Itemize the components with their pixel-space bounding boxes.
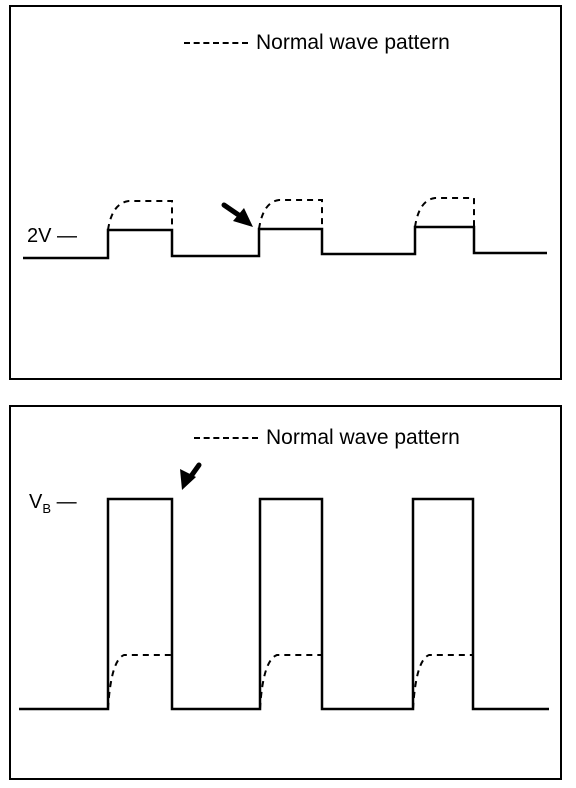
waveform-panel-top: Normal wave pattern 2V — [9,5,562,380]
legend-normal-wave-top: Normal wave pattern [184,31,450,55]
dashed-line-legend-icon [184,42,248,44]
voltage-level-label-2v: 2V — [27,225,78,247]
legend-label: Normal wave pattern [256,31,450,54]
normal-waveform-pulse [259,654,322,710]
voltage-level-label-vb: VB — [29,491,77,516]
waveform-top [23,197,547,260]
measured-waveform [23,225,547,260]
arrow-icon [180,462,202,490]
legend-label: Normal wave pattern [266,426,460,449]
normal-waveform-pulse [414,197,475,228]
dashed-line-legend-icon [194,437,258,439]
arrow-icon [221,202,253,227]
normal-waveform-pulse [107,654,172,710]
waveform-panel-bottom: Normal wave pattern VB — [9,405,562,780]
legend-normal-wave-bottom: Normal wave pattern [194,426,460,450]
measured-waveform [19,497,549,711]
normal-waveform-pulse [107,200,173,231]
normal-waveform-pulse [258,199,323,230]
normal-waveform-pulse [412,654,473,710]
waveform-bottom [19,462,549,711]
